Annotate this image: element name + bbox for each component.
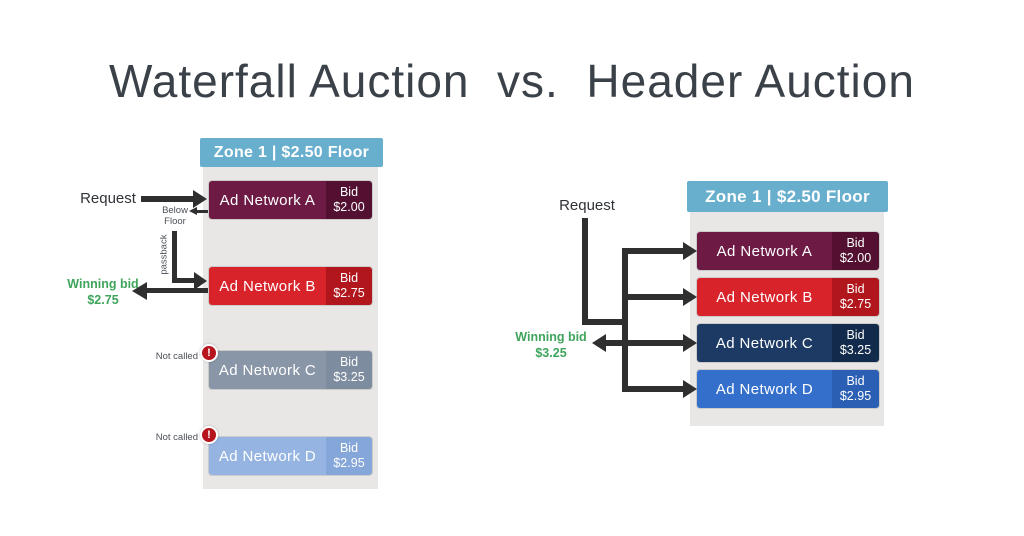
network-bid: Bid $3.25 (326, 351, 372, 389)
header-auction-network-b: Ad Network B Bid $2.75 (697, 278, 879, 316)
winning-bid-arrowhead-icon (592, 334, 606, 352)
branch-arrow-a (628, 248, 683, 254)
network-name: Ad Network C (209, 351, 326, 389)
below-floor-arrow (196, 210, 208, 213)
waterfall-network-d: Ad Network D Bid $2.95 (209, 437, 372, 475)
network-name: Ad Network C (697, 324, 832, 362)
winning-bid-label: Winning bid $3.25 (508, 330, 594, 361)
winning-bid-label: Winning bid $2.75 (64, 277, 142, 308)
winning-bid-value: $2.75 (87, 292, 119, 307)
request-junction-line (582, 319, 628, 325)
network-name: Ad Network D (209, 437, 326, 475)
network-bid: Bid $2.75 (326, 267, 372, 305)
bid-value: $2.75 (333, 286, 365, 300)
network-bid: Bid $2.00 (326, 181, 372, 219)
network-name: Ad Network A (209, 181, 326, 219)
bid-value: $3.25 (839, 343, 872, 357)
bid-value: $2.00 (333, 200, 365, 214)
network-bid: Bid $2.95 (326, 437, 372, 475)
network-bid: Bid $2.75 (832, 278, 879, 316)
bid-label: Bid (339, 271, 359, 286)
header-auction-network-a: Ad Network A Bid $2.00 (697, 232, 879, 270)
request-arrow (141, 196, 194, 202)
network-name: Ad Network B (209, 267, 326, 305)
request-arrow-vertical (582, 218, 588, 325)
network-bid: Bid $2.95 (832, 370, 879, 408)
bid-label: Bid (339, 355, 359, 370)
passback-arrowhead-icon (194, 272, 207, 290)
branch-arrowhead-c-icon (683, 334, 697, 352)
bid-value: $3.25 (333, 370, 365, 384)
below-floor-label: Below Floor (162, 205, 188, 228)
network-bid: Bid $3.25 (832, 324, 879, 362)
not-called-alert-icon: ! (200, 426, 218, 444)
header-auction-network-c: Ad Network C Bid $3.25 (697, 324, 879, 362)
not-called-label-c: Not called (155, 351, 198, 362)
fanout-trunk-line (622, 248, 628, 392)
network-name: Ad Network B (697, 278, 832, 316)
request-arrowhead-icon (193, 190, 207, 208)
header-auction-zone-header: Zone 1 | $2.50 Floor (687, 181, 888, 212)
branch-arrow-c (606, 340, 683, 346)
waterfall-zone-panel (203, 167, 378, 489)
branch-arrowhead-b-icon (683, 288, 697, 306)
request-label: Request (80, 190, 136, 207)
header-auction-network-d: Ad Network D Bid $2.95 (697, 370, 879, 408)
request-label: Request (559, 197, 615, 214)
network-name: Ad Network D (697, 370, 832, 408)
passback-arrow-vertical (172, 231, 177, 283)
winning-bid-text: Winning bid (67, 277, 139, 291)
network-bid: Bid $2.00 (832, 232, 879, 270)
below-floor-arrowhead-icon (189, 207, 197, 215)
not-called-label-d: Not called (155, 432, 198, 443)
winning-bid-arrowhead-icon (132, 282, 147, 300)
waterfall-network-b: Ad Network B Bid $2.75 (209, 267, 372, 305)
bid-label: Bid (846, 328, 865, 343)
winning-bid-text: Winning bid (515, 330, 587, 344)
winning-bid-arrow (147, 288, 208, 293)
waterfall-network-a: Ad Network A Bid $2.00 (209, 181, 372, 219)
bid-value: $2.00 (839, 251, 872, 265)
bid-value: $2.95 (839, 389, 872, 403)
winning-bid-value: $3.25 (535, 345, 567, 360)
bid-value: $2.75 (839, 297, 872, 311)
bid-label: Bid (846, 236, 865, 251)
waterfall-network-c: Ad Network C Bid $3.25 (209, 351, 372, 389)
page-title: Waterfall Auction vs. Header Auction (109, 55, 915, 107)
passback-arrow-horizontal (172, 278, 194, 283)
waterfall-zone-header: Zone 1 | $2.50 Floor (200, 138, 383, 167)
bid-label: Bid (846, 282, 865, 297)
branch-arrow-d (628, 386, 683, 392)
bid-label: Bid (846, 374, 865, 389)
branch-arrowhead-d-icon (683, 380, 697, 398)
branch-arrow-b (628, 294, 683, 300)
bid-label: Bid (339, 441, 359, 456)
branch-arrowhead-a-icon (683, 242, 697, 260)
bid-label: Bid (339, 185, 359, 200)
bid-value: $2.95 (333, 456, 365, 470)
not-called-alert-icon: ! (200, 344, 218, 362)
network-name: Ad Network A (697, 232, 832, 270)
passback-label: passback (158, 234, 170, 275)
